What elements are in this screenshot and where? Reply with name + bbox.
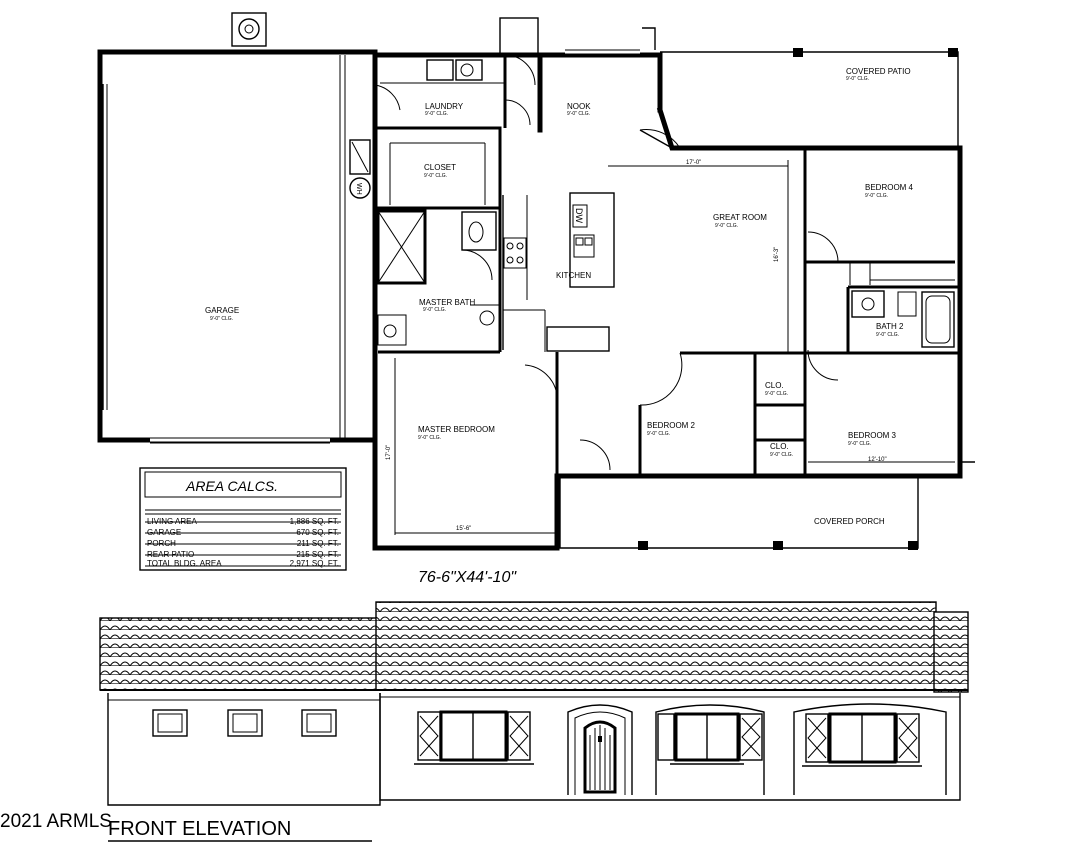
garage-window <box>152 709 188 737</box>
bedroom3-clg: 9'-0" CLG. <box>848 441 871 447</box>
clo-lower-clg: 9'-0" CLG. <box>770 452 793 458</box>
master-bath: MASTER BATH 9'-0" CLG. <box>376 208 502 354</box>
area-calcs-table: AREA CALCS. LIVING AREA 1,886 SQ. FT. GA… <box>139 467 347 571</box>
great-room-width-dim: 17'-0" <box>686 160 701 166</box>
area-row-label: TOTAL BLDG. AREA <box>147 559 222 568</box>
great-room-label: GREAT ROOM <box>713 213 767 222</box>
overall-dimension: 76-6"X44'-10" <box>418 569 517 586</box>
bedroom-wing: CLO. 9'-0" CLG. CLO. 9'-0" CLG. BEDROOM … <box>638 351 960 476</box>
area-row-value: 215 SQ. FT. <box>296 550 339 559</box>
master-bedroom: MASTER BEDROOM 9'-0" CLG. 17'-0" 15'-6" <box>386 352 611 535</box>
master-bedroom-clg: 9'-0" CLG. <box>418 435 441 441</box>
clo-upper-clg: 9'-0" CLG. <box>765 391 788 397</box>
area-row-label: GARAGE <box>147 528 181 537</box>
covered-porch: COVERED PORCH <box>559 461 975 550</box>
clo-upper-label: CLO. <box>765 381 784 390</box>
svg-text:WH: WH <box>355 183 362 195</box>
covered-porch-label: COVERED PORCH <box>814 517 885 526</box>
front-window-right <box>793 703 947 795</box>
master-bedroom-width-dim: 15'-6" <box>456 526 471 532</box>
area-row-value: 1,886 SQ. FT. <box>290 517 339 526</box>
laundry: LAUNDRY 9'-0" CLG. <box>374 55 531 130</box>
garage-roof <box>99 617 379 691</box>
closet-clg: 9'-0" CLG. <box>424 173 447 179</box>
main-roof <box>375 601 937 691</box>
covered-patio: COVERED PATIO 9'-0" CLG. <box>639 48 959 149</box>
bath-2: BATH 2 9'-0" CLG. <box>807 285 960 381</box>
bedroom3-label: BEDROOM 3 <box>848 431 897 440</box>
watermark: 2021 ARMLS <box>0 811 112 832</box>
area-row-label: REAR PATIO <box>147 550 194 559</box>
bedroom4-label: BEDROOM 4 <box>865 183 914 192</box>
front-elevation: 2021 ARMLS FRONT ELEVATION <box>0 601 969 842</box>
roof-vent-icon <box>231 12 267 47</box>
flue-chase <box>499 17 539 55</box>
master-bath-label: MASTER BATH <box>419 298 476 307</box>
kitchen-label: KITCHEN <box>556 271 591 280</box>
front-window-center <box>655 704 765 795</box>
front-entry-door <box>567 704 633 795</box>
great-room-depth-dim: 16'-3" <box>774 247 780 262</box>
garage-window <box>227 709 263 737</box>
kitchen: DW KITCHEN <box>502 192 615 352</box>
clo-lower-label: CLO. <box>770 442 789 451</box>
bedroom-4: BEDROOM 4 9'-0" CLG. <box>805 183 955 285</box>
bedroom2-label: BEDROOM 2 <box>647 421 696 430</box>
laundry-label: LAUNDRY <box>425 102 464 111</box>
area-calcs-title: AREA CALCS. <box>185 478 278 494</box>
great-room-clg: 9'-0" CLG. <box>715 223 738 229</box>
master-bath-clg: 9'-0" CLG. <box>423 307 446 313</box>
bath2-clg: 9'-0" CLG. <box>876 332 899 338</box>
bedroom4-clg: 9'-0" CLG. <box>865 193 888 199</box>
bath2-label: BATH 2 <box>876 322 904 331</box>
floor-plan: WH GARAGE 9'-0" CLG. COVERED PATIO 9'-0"… <box>97 12 975 586</box>
area-row-value: 2,971 SQ. FT. <box>290 559 339 568</box>
front-window-left <box>414 710 534 765</box>
hvac-unit <box>349 139 371 175</box>
nook-label: NOOK <box>567 102 591 111</box>
great-room: 17'-0" 16'-3" GREAT ROOM 9'-0" CLG. <box>608 148 807 352</box>
wing-roof <box>933 611 969 693</box>
closet: CLOSET 9'-0" CLG. <box>373 126 502 210</box>
area-row-label: LIVING AREA <box>147 517 197 526</box>
master-bedroom-depth-dim: 17'-0" <box>386 445 392 460</box>
garage-window <box>301 709 337 737</box>
closet-label: CLOSET <box>424 163 456 172</box>
nook-clg: 9'-0" CLG. <box>567 111 590 117</box>
laundry-clg: 9'-0" CLG. <box>425 111 448 117</box>
area-row-value: 670 SQ. FT. <box>296 528 339 537</box>
garage: WH GARAGE 9'-0" CLG. <box>97 49 378 444</box>
garage-label: GARAGE <box>205 306 239 315</box>
area-row-label: PORCH <box>147 539 176 548</box>
patio-clg: 9'-0" CLG. <box>846 76 869 82</box>
patio-label: COVERED PATIO <box>846 67 911 76</box>
master-bedroom-label: MASTER BEDROOM <box>418 425 495 434</box>
garage-clg: 9'-0" CLG. <box>210 316 233 322</box>
bedroom2-clg: 9'-0" CLG. <box>647 431 670 437</box>
elevation-title: FRONT ELEVATION <box>108 818 291 840</box>
area-row-value: 211 SQ. FT. <box>297 539 339 548</box>
dishwasher-icon: DW <box>574 208 584 223</box>
bedroom3-width-dim: 12'-10" <box>868 457 887 463</box>
water-heater-icon: WH <box>349 177 371 199</box>
